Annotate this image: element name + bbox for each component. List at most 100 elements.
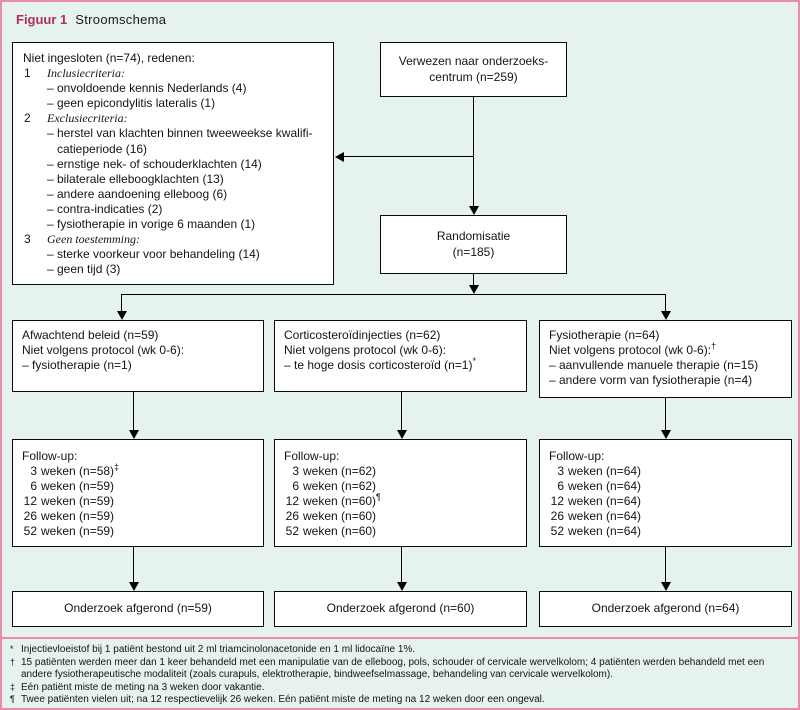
followup-text: weken (n=59) — [41, 479, 115, 494]
followup-text: weken (n=59) — [41, 494, 115, 509]
completed-text: Onderzoek afgerond (n=59) — [64, 601, 212, 616]
arm-text-line: Fysiotherapie (n=64) — [549, 328, 785, 343]
reason-line: – herstel van klachten binnen tweeweekse… — [47, 126, 313, 141]
arrowhead-down — [661, 311, 671, 320]
arm-text-line: Niet volgens protocol (wk 0-6):† — [549, 341, 785, 358]
reason-line: – andere aandoening elleboog (6) — [47, 186, 228, 201]
figure-label: Figuur 1 — [16, 12, 68, 27]
week-number: 12 — [23, 494, 37, 509]
arm-text-line: Afwachtend beleid (n=59) — [22, 328, 257, 343]
group-number: 3 — [24, 232, 31, 247]
reason-line: – fysiotherapie in vorige 6 maanden (1) — [47, 217, 256, 232]
box-completed-arm2: Onderzoek afgerond (n=60) — [274, 591, 527, 627]
connector-line — [133, 547, 134, 583]
arm-text: Fysiotherapie (n=64) — [549, 328, 660, 342]
followup-row: 12 weken (n=59) — [22, 494, 257, 509]
followup-text: weken (n=59) — [41, 509, 115, 524]
arrowhead-left — [335, 152, 344, 162]
connector-line — [343, 156, 474, 157]
footnote-marker: * — [472, 356, 476, 367]
footnote-marker: ¶ — [376, 492, 381, 503]
box-not-included: Niet ingesloten (n=74), redenen: 1 Inclu… — [12, 42, 334, 285]
connector-line — [401, 547, 402, 583]
footnote-text: Injectievloeistof bij 1 patiënt bestond … — [21, 644, 416, 655]
arrowhead-down — [397, 582, 407, 591]
footnote: † 15 patiënten werden meer dan 1 keer be… — [10, 657, 792, 682]
arm-text-line: – fysiotherapie (n=1) — [22, 358, 257, 373]
box-randomisation: Randomisatie (n=185) — [380, 215, 567, 274]
arm-text-line: Niet volgens protocol (wk 0-6): — [284, 343, 520, 358]
arrowhead-down — [397, 430, 407, 439]
followup-text: weken (n=60) — [303, 509, 377, 524]
not-included-group-2: 2 Exclusiecriteria: — [23, 111, 325, 126]
week-number: 26 — [23, 509, 37, 524]
followup-text: weken (n=64) — [568, 464, 642, 479]
arm-text-line: Niet volgens protocol (wk 0-6): — [22, 343, 257, 358]
connector-line — [122, 294, 666, 295]
footnote-marker: † — [711, 341, 717, 352]
box-completed-arm1: Onderzoek afgerond (n=59) — [12, 591, 264, 627]
week-number: 12 — [285, 494, 299, 509]
box-randomisation-line1: Randomisatie — [436, 229, 511, 244]
followup-row: 6 weken (n=59) — [22, 479, 257, 494]
box-referred-line1: Verwezen naar onderzoeks- — [398, 54, 549, 69]
followup-heading: Follow-up: — [22, 449, 78, 463]
arm-text-line: – aanvullende manuele therapie (n=15) — [549, 358, 785, 373]
followup-row: 6 weken (n=64) — [549, 479, 785, 494]
followup-row: 26 weken (n=59) — [22, 509, 257, 524]
footnote-text: Twee patiënten vielen uit; na 12 respect… — [21, 694, 545, 706]
connector-line — [473, 97, 474, 207]
completed-text: Onderzoek afgerond (n=60) — [326, 601, 475, 616]
footnote-text: 15 patiënten werden meer dan 1 keer beha… — [21, 656, 765, 681]
connector-line — [121, 294, 122, 312]
box-completed-arm3: Onderzoek afgerond (n=64) — [539, 591, 792, 627]
followup-text: weken (n=60) — [303, 494, 377, 509]
arm-text-line: – te hoge dosis corticosteroïd (n=1)* — [284, 356, 520, 373]
group-label: Exclusiecriteria: — [47, 111, 128, 126]
arrowhead-down — [129, 430, 139, 439]
completed-text: Onderzoek afgerond (n=64) — [591, 601, 740, 616]
group-label: Geen toestemming: — [47, 232, 140, 247]
footnote-symbol: ‡ — [10, 681, 16, 692]
figure-caption: Stroomschema — [75, 12, 167, 27]
followup-text: weken (n=60) — [303, 524, 377, 539]
box-referred: Verwezen naar onderzoeks- centrum (n=259… — [380, 42, 567, 97]
not-included-heading: Niet ingesloten (n=74), redenen: — [23, 51, 195, 65]
connector-line — [473, 274, 474, 287]
followup-text: weken (n=62) — [303, 479, 377, 494]
week-number: 52 — [550, 524, 564, 539]
arm-text-line: – andere vorm van fysiotherapie (n=4) — [549, 373, 785, 388]
reason-line-continuation: catieperiode (16) — [57, 141, 148, 156]
followup-text: weken (n=64) — [568, 524, 642, 539]
figure-title: Figuur 1 Stroomschema — [16, 12, 166, 27]
week-number: 12 — [550, 494, 564, 509]
week-number: 6 — [30, 479, 37, 494]
footnote-symbol: ¶ — [10, 694, 15, 705]
connector-line — [133, 392, 134, 432]
arm-text: Corticosteroïdinjecties (n=62) — [284, 328, 441, 342]
arm-text: Niet volgens protocol (wk 0-6): — [22, 343, 185, 358]
week-number: 26 — [550, 509, 564, 524]
followup-row: 6 weken (n=62) — [284, 479, 520, 494]
followup-row: 52 weken (n=64) — [549, 524, 785, 539]
footnote: ‡ Eén patiënt miste de meting na 3 weken… — [10, 682, 792, 695]
footnote: ¶ Twee patiënten vielen uit; na 12 respe… — [10, 694, 792, 707]
week-number: 6 — [557, 479, 564, 494]
arrowhead-down — [129, 582, 139, 591]
connector-line — [665, 547, 666, 583]
followup-text: weken (n=64) — [568, 479, 642, 494]
week-number: 6 — [292, 479, 299, 494]
reason-line: – sterke voorkeur voor behandeling (14) — [47, 247, 260, 262]
footnote-symbol: * — [10, 644, 14, 654]
box-referred-line2: centrum (n=259) — [429, 69, 518, 84]
connector-line — [401, 392, 402, 432]
arrowhead-down — [117, 311, 127, 320]
